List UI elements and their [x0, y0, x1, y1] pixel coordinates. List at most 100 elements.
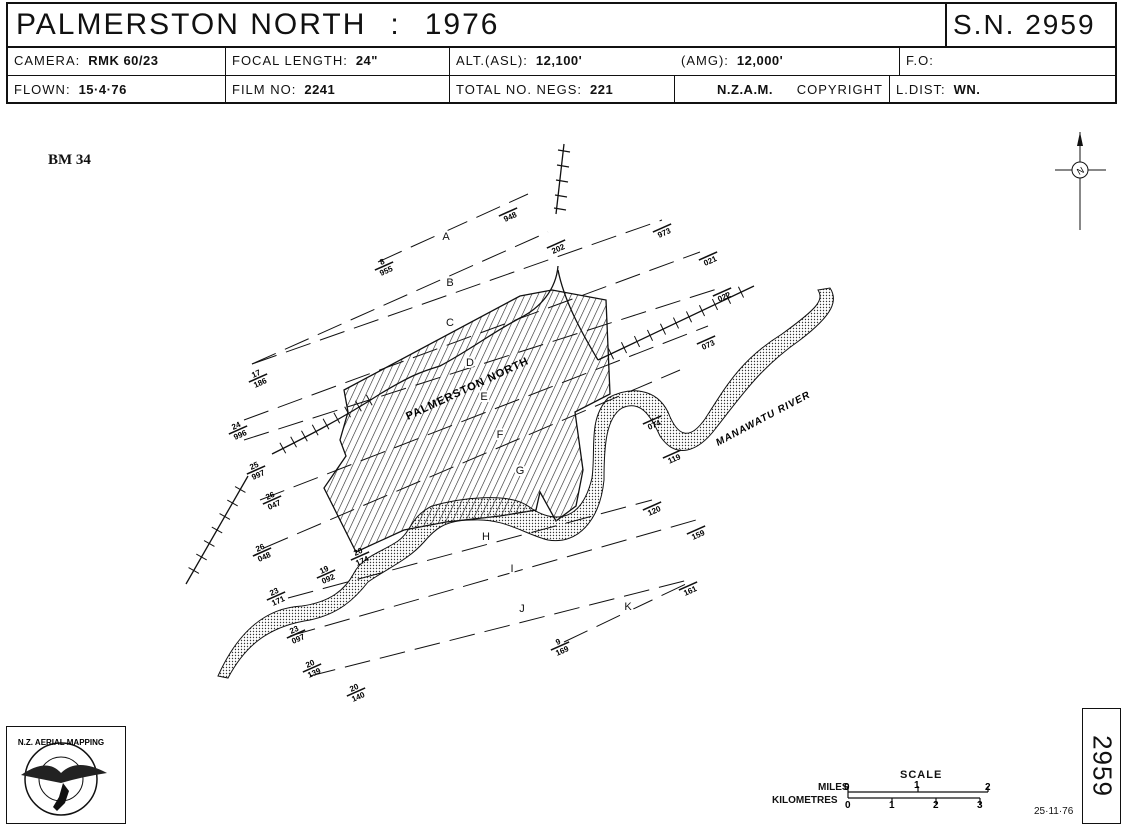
rail-tick	[333, 412, 341, 424]
rail-tick	[322, 418, 330, 430]
flight-line-c	[251, 219, 663, 365]
marker-top-number: 20	[348, 682, 360, 694]
amg-label: (AMG):	[681, 53, 729, 68]
camera-cell: CAMERA: RMK 60/23	[8, 46, 226, 75]
header-table: PALMERSTON NORTH : 1976 S.N. 2959 CAMERA…	[6, 2, 1117, 104]
marker-top-number: 20	[352, 546, 364, 558]
alt-value: 12,100'	[535, 53, 583, 68]
svg-text:N: N	[1075, 165, 1086, 177]
scale-title: SCALE	[900, 769, 943, 781]
rail-tick	[344, 406, 351, 418]
scale-bar	[847, 786, 989, 804]
altitude-asl-cell: ALT.(ASL): 12,100'	[450, 46, 675, 75]
miles-tick-0: 0	[844, 782, 850, 793]
marker-top-number: 8	[378, 257, 386, 267]
rail-tick	[196, 553, 207, 561]
flight-line-label-e: E	[480, 391, 487, 403]
copyright-cell: N.Z.A.M. COPYRIGHT	[675, 75, 890, 104]
rail-tick	[724, 292, 732, 304]
km-tick-1: 1	[889, 800, 895, 811]
negs-label: TOTAL NO. NEGS:	[456, 82, 583, 97]
flight-line-label-c: C	[446, 317, 454, 329]
flown-label: FLOWN:	[14, 82, 71, 97]
marker-bar	[350, 551, 370, 561]
marker-bar	[686, 525, 706, 535]
flight-line-label-k: K	[624, 601, 632, 613]
flight-line-label-a: A	[442, 231, 450, 243]
marker-bar	[302, 663, 322, 673]
rail-tick	[620, 342, 628, 354]
total-negs-cell: TOTAL NO. NEGS: 221	[450, 75, 675, 104]
altitude-amg-cell: (AMG): 12,000'	[675, 46, 900, 75]
marker-top-number: 23	[268, 586, 280, 598]
marker-bar	[228, 425, 248, 435]
camera-label: CAMERA:	[14, 53, 81, 68]
focal-label: FOCAL LENGTH:	[232, 53, 348, 68]
rail-tick	[607, 348, 615, 360]
marker-bar	[286, 629, 306, 639]
rail-tick	[311, 424, 319, 436]
rail-tick	[279, 442, 287, 454]
flight-line-label-d: D	[466, 357, 474, 369]
marker-bar	[550, 641, 570, 651]
flight-line-label-j: J	[519, 603, 525, 615]
logo-text: N.Z. AERIAL MAPPING	[18, 738, 104, 747]
flight-line-f	[259, 325, 709, 501]
film-label: FILM NO:	[232, 82, 297, 97]
marker-top-number: 25	[248, 460, 260, 472]
flight-line-label-c: C	[446, 317, 454, 329]
flown-value: 15·4·76	[78, 82, 127, 97]
marker-bar	[546, 239, 566, 249]
rail-tick	[211, 526, 223, 534]
flight-line-h	[287, 499, 653, 599]
rail-tick	[355, 400, 362, 412]
km-tick-0: 0	[845, 800, 851, 811]
flight-line-label-i: I	[510, 563, 513, 575]
focal-value: 24"	[355, 53, 378, 68]
sheet-code: BM 34	[48, 152, 91, 168]
flight-line-g	[263, 369, 681, 549]
marker-top-number: 19	[318, 564, 330, 576]
flight-line-label-k: K	[624, 601, 632, 613]
rail-tick	[646, 329, 654, 341]
flight-line-label-h: H	[482, 531, 490, 543]
scale-miles-label: MILES	[818, 782, 849, 793]
sheet-title: PALMERSTON NORTH : 1976	[16, 4, 499, 46]
copyright-label: COPYRIGHT	[796, 82, 883, 97]
miles-tick-1: 1	[914, 780, 920, 791]
miles-tick-2: 2	[985, 782, 991, 793]
ldist-cell: L.DIST: WN.	[890, 75, 1115, 104]
flight-line-label-b: B	[446, 277, 453, 289]
marker-bar	[696, 335, 716, 345]
north-arrow-icon: N	[1055, 132, 1106, 230]
rail-tick	[685, 311, 693, 323]
scale-km-label: KILOMETRES	[772, 795, 838, 806]
marker-top-number: 26	[254, 542, 266, 554]
marker-bar	[248, 373, 268, 383]
flight-line-label-f: F	[497, 429, 504, 441]
marker-bar	[698, 251, 718, 261]
rail-tick	[698, 305, 706, 317]
flight-line-label-j: J	[519, 603, 525, 615]
fo-label: F.O:	[906, 53, 934, 68]
negs-value: 221	[590, 82, 614, 97]
marker-bar	[498, 207, 518, 217]
rail-tick	[633, 335, 641, 348]
km-tick-2: 2	[933, 800, 939, 811]
marker-top-number: 9	[554, 637, 562, 647]
flight-line-b	[251, 231, 549, 365]
focal-length-cell: FOCAL LENGTH: 24"	[226, 46, 450, 75]
amg-value: 12,000'	[736, 53, 784, 68]
nzam-logo: N.Z. AERIAL MAPPING	[6, 726, 126, 824]
rail-tick	[711, 298, 719, 311]
marker-bar	[266, 591, 286, 601]
header-row-camera: CAMERA: RMK 60/23 FOCAL LENGTH: 24" ALT.…	[8, 46, 1115, 76]
header-row-flight: FLOWN: 15·4·76 FILM NO: 2241 TOTAL NO. N…	[8, 75, 1115, 104]
marker-bar	[652, 223, 672, 233]
flight-line-label-h: H	[482, 531, 490, 543]
header-row-title: PALMERSTON NORTH : 1976 S.N. 2959	[8, 4, 1115, 48]
rail-tick	[290, 436, 297, 448]
survey-number: S.N. 2959	[945, 4, 1115, 46]
